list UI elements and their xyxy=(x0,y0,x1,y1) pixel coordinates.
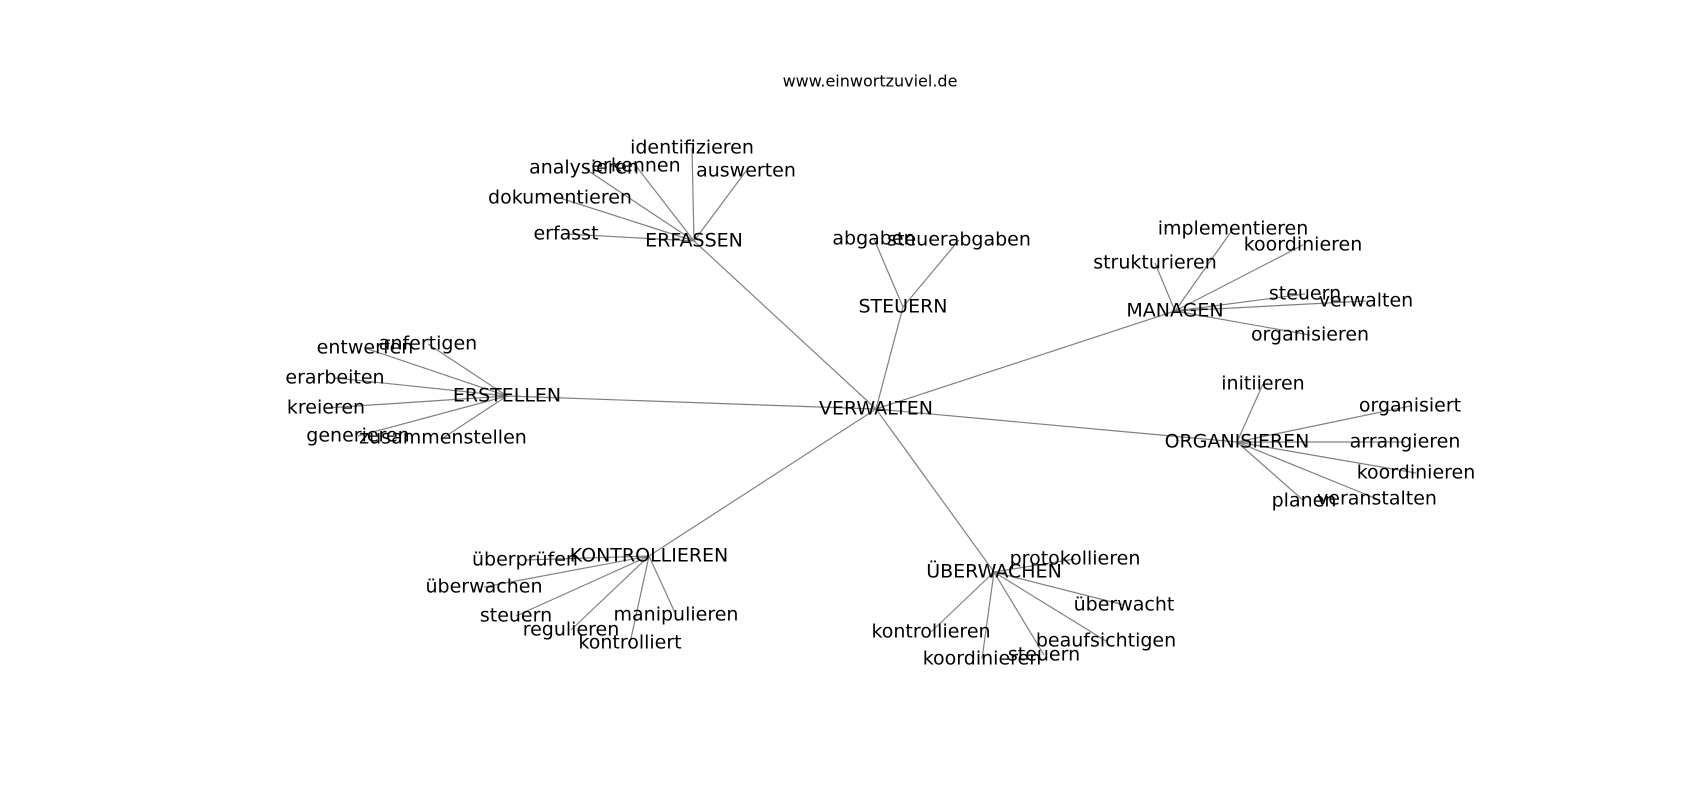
graph-edge xyxy=(506,395,877,410)
graph-edge xyxy=(1174,300,1367,312)
graph-edge xyxy=(565,233,695,242)
leaf-node-label: erfasst xyxy=(533,223,598,245)
leaf-node-label: kreieren xyxy=(287,397,365,419)
hub-node-label: ÜBERWACHEN xyxy=(926,560,1062,583)
leaf-node-label: strukturieren xyxy=(1093,252,1217,274)
graph-edge xyxy=(930,571,995,633)
leaf-node-label: protokollieren xyxy=(1010,548,1141,570)
leaf-node-label: koordinieren xyxy=(923,648,1042,670)
leaf-node-label: auswerten xyxy=(696,160,796,182)
graph-edge xyxy=(1174,310,1311,336)
graph-edge xyxy=(1174,293,1306,312)
leaf-node-label: steuern xyxy=(1269,283,1341,305)
leaf-node-label: erkennen xyxy=(591,155,680,177)
leaf-node-label: regulieren xyxy=(523,619,620,641)
leaf-node-label: initiieren xyxy=(1221,373,1304,395)
hub-node-label: ERSTELLEN xyxy=(453,385,561,407)
hub-node-label: KONTROLLIEREN xyxy=(570,545,729,567)
graph-edge xyxy=(334,377,508,397)
graph-edge xyxy=(325,395,508,409)
graph-edge xyxy=(629,555,650,644)
leaf-node-label: analysieren xyxy=(529,157,639,179)
graph-edge xyxy=(442,395,508,439)
leaf-node-label: koordinieren xyxy=(1357,462,1476,484)
graph-edge xyxy=(524,555,650,561)
graph-edge xyxy=(427,343,508,397)
hub-node-label: ERFASSEN xyxy=(645,230,743,252)
leaf-node-label: steuern xyxy=(480,605,552,627)
leaf-node-label: organisiert xyxy=(1359,395,1461,417)
graph-edge xyxy=(635,165,695,242)
graph-edge xyxy=(693,170,747,242)
leaf-node-label: organisieren xyxy=(1251,324,1369,346)
graph-edge xyxy=(875,408,1238,443)
leaf-node-label: beaufsichtigen xyxy=(1036,630,1176,652)
graph-edge xyxy=(648,408,877,557)
graph-edge xyxy=(559,197,695,242)
leaf-node-label: kontrollieren xyxy=(871,621,990,643)
graph-edge xyxy=(993,571,1045,656)
graph-edge xyxy=(1174,228,1234,312)
graph-edge xyxy=(902,239,960,308)
leaf-node-label: entwerfen xyxy=(317,337,414,359)
leaf-node-label: verwalten xyxy=(1319,290,1413,312)
hub-node-label: ORGANISIEREN xyxy=(1165,431,1310,453)
leaf-node-label: überwacht xyxy=(1074,594,1175,616)
graph-edge xyxy=(993,571,1125,606)
leaf-node-label: koordinieren xyxy=(1244,234,1363,256)
graph-edge xyxy=(993,571,1107,642)
graph-edge xyxy=(515,555,650,617)
graph-edge xyxy=(1236,441,1378,500)
graph-edge xyxy=(693,240,877,410)
graph-edge xyxy=(1236,441,1305,502)
hub-node-label: STEUERN xyxy=(859,296,948,318)
graph-edge xyxy=(570,555,650,631)
site-label: www.einwortzuviel.de xyxy=(783,72,958,91)
graph-edge xyxy=(1236,383,1264,443)
leaf-node-label: überwachen xyxy=(425,576,542,598)
edges-layer xyxy=(325,147,1417,660)
leaf-node-label: anfertigen xyxy=(379,333,477,355)
graph-edge xyxy=(993,558,1076,573)
graph-edge xyxy=(583,167,695,242)
leaf-node-label: kontrolliert xyxy=(578,632,681,654)
graph-edge xyxy=(875,408,995,573)
graph-edge xyxy=(364,347,508,397)
leaf-node-label: generieren xyxy=(306,425,409,447)
graph-edge xyxy=(357,395,508,437)
leaf-node-label: steuern xyxy=(1008,644,1080,666)
graph-edge xyxy=(875,306,904,410)
graph-edge xyxy=(1154,262,1176,312)
graph-edge xyxy=(1236,405,1411,443)
graph-edge xyxy=(691,147,695,242)
leaf-node-label: dokumentieren xyxy=(488,187,632,209)
leaf-node-label: abgaben xyxy=(832,228,915,250)
graph-edge xyxy=(1174,244,1304,312)
leaf-node-label: identifizieren xyxy=(630,137,754,159)
graph-edge xyxy=(981,571,995,660)
leaf-node-label: implementieren xyxy=(1158,218,1309,240)
root-node-label: VERWALTEN xyxy=(819,398,933,420)
leaf-node-label: planen xyxy=(1272,490,1337,512)
graph-edge xyxy=(875,310,1176,410)
leaf-node-label: steuerabgaben xyxy=(887,229,1031,251)
leaf-node-label: erarbeiten xyxy=(285,367,384,389)
leaf-node-label: überprüfen xyxy=(472,549,578,571)
leaf-node-label: zusammenstellen xyxy=(359,427,527,449)
hub-node-label: MANAGEN xyxy=(1126,300,1223,322)
graph-edge xyxy=(873,238,904,308)
leaf-node-label: arrangieren xyxy=(1350,431,1461,453)
labels-layer: VERWALTEN ERFASSEN identifizierenanalysier… xyxy=(285,137,1475,670)
leaf-node-label: manipulieren xyxy=(614,604,739,626)
graph-edge xyxy=(483,555,650,588)
graph-edge xyxy=(1236,441,1417,474)
leaf-node-label: veranstalten xyxy=(1317,488,1437,510)
graph-edge xyxy=(648,555,677,616)
